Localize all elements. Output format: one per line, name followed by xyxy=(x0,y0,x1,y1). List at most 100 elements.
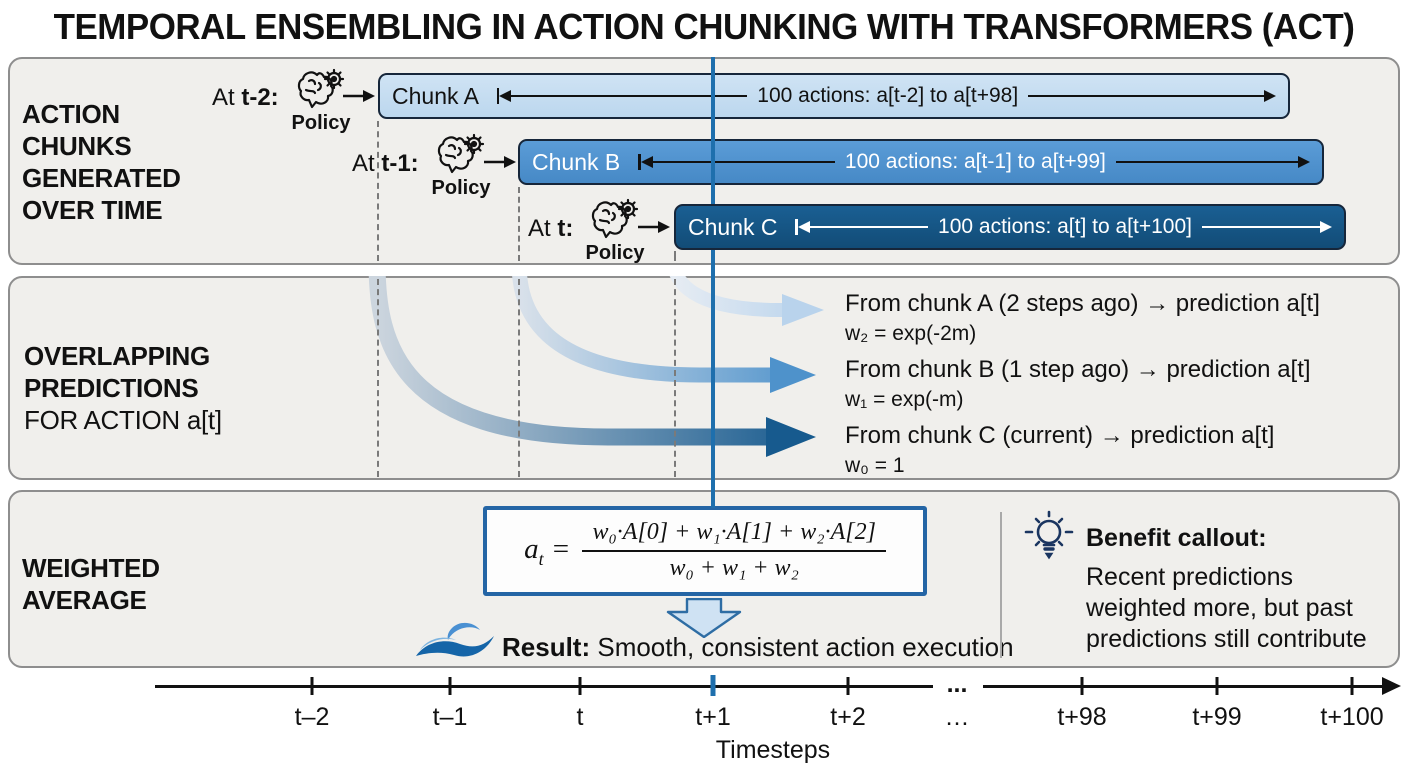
measure-line xyxy=(652,160,835,164)
chunk-name: Chunk C xyxy=(688,213,778,240)
generation-time-label: At t: xyxy=(528,215,573,243)
brain-gear-icon xyxy=(297,68,345,109)
measure-right-arrowhead-icon xyxy=(1264,90,1276,102)
panel1-label-line: GENERATED xyxy=(22,163,181,193)
axis-tick-label: t+100 xyxy=(1320,703,1384,731)
measure-line xyxy=(1028,94,1264,98)
lightbulb-icon xyxy=(1024,510,1074,560)
chunk-bar-a: Chunk A 100 actions: a[t-2] to a[t+98] xyxy=(378,73,1290,119)
benefit-callout-body: Recent predictions weighted more, but pa… xyxy=(1086,562,1367,655)
result-label: Result: xyxy=(502,632,591,662)
policy-label: Policy xyxy=(585,242,645,264)
axis-tick xyxy=(310,677,314,695)
chunk-span-annotation: 100 actions: a[t] to a[t+100] xyxy=(938,215,1192,238)
generation-time-label: At t-1: xyxy=(352,150,419,178)
chunk-span-measure: 100 actions: a[t] to a[t+100] xyxy=(795,215,1333,239)
formula-lhs: at = xyxy=(524,533,570,570)
formula-box: at = w₀·A[0] + w₁·A[1] + w₂·A[2] w₀ + w₁… xyxy=(483,506,927,596)
prediction-weight: w₂ = exp(-2m) xyxy=(845,322,977,345)
generation-arrow-icon xyxy=(343,90,375,102)
panel2-label-line: PREDICTIONS xyxy=(24,373,199,403)
result-line: Result: Smooth, consistent action execut… xyxy=(502,632,1014,663)
brain-gear-icon xyxy=(591,198,639,239)
timeline-axis xyxy=(983,685,1383,688)
panel3-label-line: WEIGHTED xyxy=(22,553,160,583)
panel2-label-line: FOR ACTION a[t] xyxy=(24,405,222,435)
axis-tick-current xyxy=(710,675,716,696)
axis-tick-label: t+98 xyxy=(1057,703,1107,731)
prediction-text: From chunk B (1 step ago) → prediction a… xyxy=(845,356,1311,383)
prediction-row-b: From chunk B (1 step ago) → prediction a… xyxy=(845,356,1311,412)
prediction-row-c: From chunk C (current) → prediction a[t]… xyxy=(845,422,1274,478)
measure-line xyxy=(809,225,929,229)
dashed-guide-chunk-b xyxy=(518,187,520,261)
panel3-label-line: AVERAGE xyxy=(22,585,147,615)
measure-start-tick xyxy=(638,154,641,170)
axis-tick xyxy=(1080,677,1084,695)
axis-tick xyxy=(448,677,452,695)
dashed-guide-chunk-c xyxy=(674,279,676,477)
callout-divider xyxy=(1000,512,1002,658)
axis-tick-label: t+1 xyxy=(695,703,731,731)
chunk-bar-b: Chunk B 100 actions: a[t-1] to a[t+99] xyxy=(518,139,1324,185)
formula-denominator: w₀ + w₁ + w₂ xyxy=(669,555,799,581)
measure-start-tick xyxy=(496,88,500,104)
time-text: t-1: xyxy=(381,150,419,177)
page-title: TEMPORAL ENSEMBLING IN ACTION CHUNKING W… xyxy=(53,6,1355,47)
current-time-line xyxy=(711,57,715,508)
measure-left-arrowhead-icon xyxy=(640,156,653,168)
chunk-span-measure: 100 actions: a[t-1] to a[t+99] xyxy=(638,150,1311,174)
chunk-span-annotation: 100 actions: a[t-1] to a[t+99] xyxy=(844,150,1106,173)
measure-line xyxy=(511,94,748,98)
axis-tick xyxy=(846,677,850,695)
panel1-label-line: ACTION xyxy=(22,99,120,129)
generation-time-label: At t-2: xyxy=(212,84,279,112)
axis-tick xyxy=(578,677,582,695)
brain-gear-icon xyxy=(437,133,485,174)
axis-title: Timesteps xyxy=(715,736,831,764)
axis-tick xyxy=(1350,677,1354,695)
measure-right-arrowhead-icon xyxy=(1320,221,1333,233)
chunk-span-annotation: 100 actions: a[t-2] to a[t+98] xyxy=(757,84,1019,107)
benefit-callout-line: predictions still contribute xyxy=(1086,625,1367,653)
axis-tick-label: t+2 xyxy=(830,703,866,731)
measure-left-arrowhead-icon xyxy=(797,221,810,233)
axis-tick xyxy=(1215,677,1219,695)
panel1-label-line: OVER TIME xyxy=(22,195,163,225)
down-arrow-icon xyxy=(666,598,742,638)
prediction-weight: w₀ = 1 xyxy=(845,454,905,477)
chunk-name: Chunk B xyxy=(532,148,621,175)
formula-equals: = xyxy=(550,532,571,565)
policy-label: Policy xyxy=(291,112,351,134)
timeline-axis xyxy=(155,685,933,688)
prediction-row-a: From chunk A (2 steps ago) → prediction … xyxy=(845,290,1320,346)
at-text: At xyxy=(352,150,382,177)
policy-label: Policy xyxy=(431,177,491,199)
wave-icon xyxy=(416,622,494,657)
formula-lhs-var: a xyxy=(524,532,539,565)
time-text: t-2: xyxy=(241,84,279,111)
chunk-name: Chunk A xyxy=(392,82,479,109)
panel1-label-line: CHUNKS xyxy=(22,131,132,161)
measure-line xyxy=(1201,225,1321,229)
chunk-bar-c: Chunk C 100 actions: a[t] to a[t+100] xyxy=(674,204,1346,250)
curved-arrow-a-icon xyxy=(669,276,824,326)
formula-lhs-sub: t xyxy=(538,548,544,569)
measure-left-arrowhead-icon xyxy=(499,90,512,102)
panel2-label: OVERLAPPING PREDICTIONS FOR ACTION a[t] xyxy=(24,340,222,436)
axis-tick-label: t–1 xyxy=(432,703,468,731)
formula-fraction: w₀·A[0] + w₁·A[1] + w₂·A[2] w₀ + w₁ + w₂ xyxy=(582,519,886,582)
measure-line xyxy=(1115,160,1299,164)
time-text: t: xyxy=(557,215,574,242)
at-text: At xyxy=(212,84,242,111)
prediction-text: From chunk A (2 steps ago) → prediction … xyxy=(845,290,1320,317)
axis-tick-label: t+99 xyxy=(1192,703,1242,731)
prediction-text: From chunk C (current) → prediction a[t] xyxy=(845,422,1275,449)
dashed-guide-chunk-c xyxy=(674,251,676,261)
measure-start-tick xyxy=(795,219,798,235)
axis-arrowhead-icon xyxy=(1382,677,1401,695)
benefit-callout-line: Recent predictions xyxy=(1086,563,1294,591)
chunk-span-measure: 100 actions: a[t-2] to a[t+98] xyxy=(496,84,1276,108)
prediction-weight: w₁ = exp(-m) xyxy=(845,388,964,411)
